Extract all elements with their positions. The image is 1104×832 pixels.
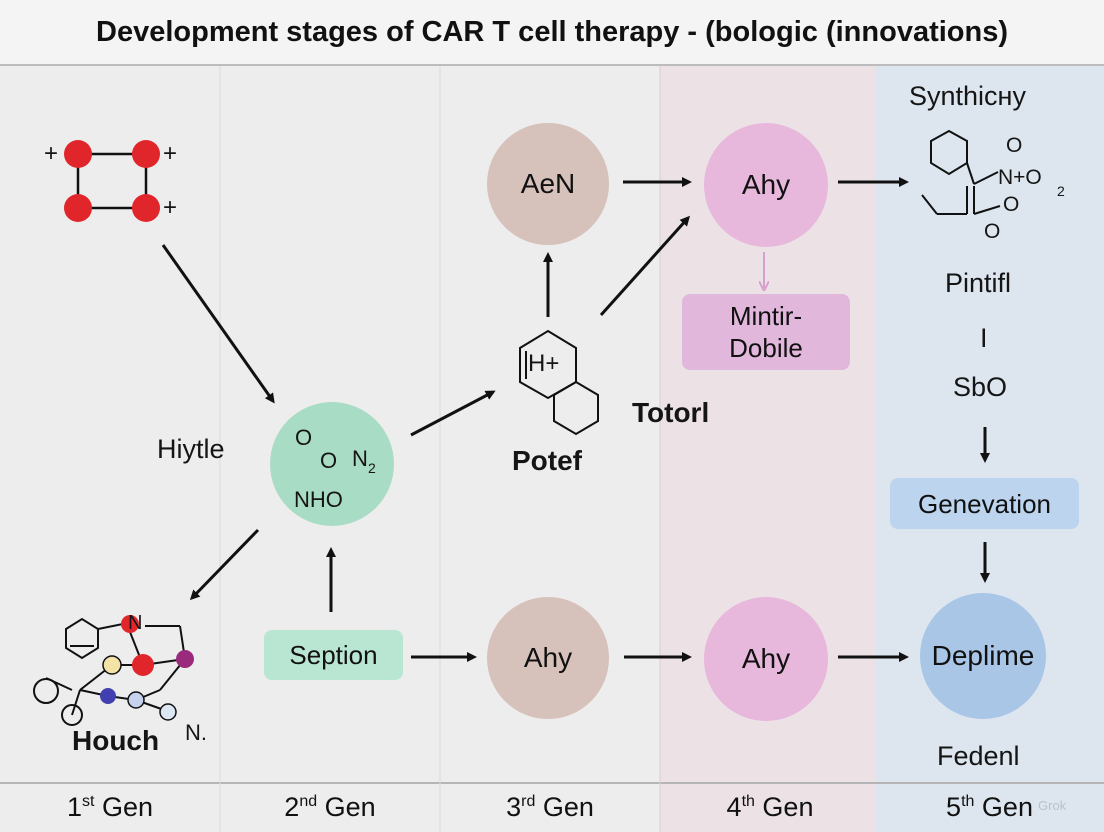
network-atoms bbox=[100, 615, 194, 721]
gen-label-3: 3rd Gen bbox=[506, 792, 594, 822]
watermark: Grok bbox=[1038, 798, 1067, 813]
label-pintifl: Pintifl bbox=[945, 268, 1012, 298]
node-aen: AeN bbox=[487, 123, 609, 245]
node-nho bbox=[270, 402, 394, 526]
gen-label-2: 2nd Gen bbox=[284, 792, 376, 822]
box-mintir-line2: Dobile bbox=[729, 333, 803, 363]
gen-label-1: 1st Gen bbox=[66, 792, 154, 822]
node-ahy-4th-top: Ahy bbox=[704, 123, 828, 247]
page-title: Development stages of CAR T cell therapy… bbox=[0, 0, 1104, 66]
arrow-icon bbox=[410, 390, 496, 437]
chem-no2-subscript: 2 bbox=[1057, 183, 1065, 199]
network-n-label: N bbox=[128, 612, 143, 634]
box-seption: Seption bbox=[264, 630, 403, 680]
label-hiytle: Hiytle bbox=[157, 434, 225, 464]
benzene-icon bbox=[519, 329, 599, 436]
node-ahy-3rd: Ahy bbox=[487, 597, 609, 719]
label-bar: I bbox=[980, 323, 988, 353]
box-genevation: Genevation bbox=[890, 478, 1079, 529]
label-fedenl: Fedenl bbox=[937, 741, 1020, 771]
arrow-icon bbox=[161, 244, 275, 404]
box-mintir-line1: Mintir- bbox=[729, 301, 803, 331]
plus-sign: + bbox=[163, 194, 178, 221]
nho-subscript: 2 bbox=[368, 460, 376, 476]
nho-n-atom: N bbox=[352, 446, 368, 471]
label-sbo: SbO bbox=[953, 372, 1008, 402]
nho-o-atom: O bbox=[320, 448, 338, 473]
plus-sign: + bbox=[44, 140, 59, 167]
arrow-icon bbox=[599, 215, 691, 317]
gen-label-4: 4th Gen bbox=[726, 792, 814, 822]
gen-label-5: 5th Gen bbox=[946, 792, 1033, 822]
label-potef: Potef bbox=[512, 445, 582, 476]
arrow-icon bbox=[189, 528, 260, 601]
nho-label: NHO bbox=[294, 487, 343, 512]
cyclohexane-icon bbox=[921, 129, 1001, 215]
chem-no2: N+O bbox=[998, 166, 1042, 189]
label-synthicky: Synthicнy bbox=[909, 81, 1026, 111]
label-totorl: Totorl bbox=[632, 397, 710, 428]
label-houch-n: N. bbox=[185, 720, 207, 745]
box-mintir-dobile: Mintir- Dobile bbox=[682, 294, 850, 370]
node-ahy-4th-bottom: Ahy bbox=[704, 597, 828, 721]
chem-oxygen: O bbox=[1003, 193, 1020, 216]
square-molecule-icon bbox=[64, 140, 160, 222]
chem-oxygen: O bbox=[984, 220, 1001, 243]
plus-sign: + bbox=[163, 140, 178, 167]
label-houch: Houch bbox=[72, 725, 160, 756]
hexagon-label: H+ bbox=[528, 350, 560, 377]
node-deplime: Deplime bbox=[920, 593, 1046, 719]
nho-o-atom: O bbox=[295, 425, 313, 450]
chem-oxygen: O bbox=[1006, 134, 1023, 157]
